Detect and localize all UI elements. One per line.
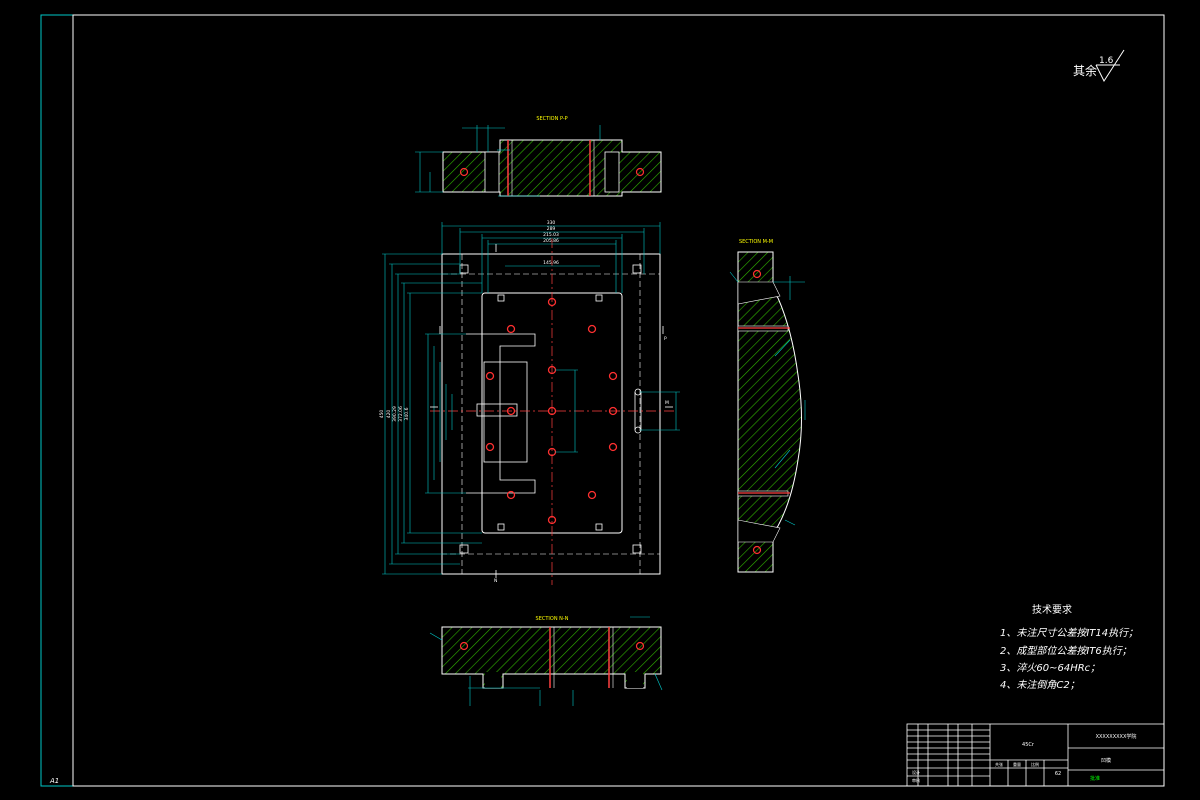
tech-requirements-title: 技术要求 bbox=[1032, 605, 1072, 616]
title-material: 45Cr bbox=[1022, 742, 1035, 748]
section-n-view: SECTION N-N bbox=[429, 616, 663, 706]
tech-requirement-3: 3、淬火60~64HRc； bbox=[1000, 663, 1101, 674]
section-p-view: SECTION P-P bbox=[415, 116, 662, 197]
dim-w2: 289 bbox=[547, 226, 556, 232]
dim-w3: 215.03 bbox=[543, 232, 559, 238]
title-sheet-hdr: 共张 bbox=[995, 761, 1003, 767]
surface-finish-label: 其余 bbox=[1073, 64, 1098, 78]
section-p-title: SECTION P-P bbox=[536, 116, 567, 122]
surface-finish-symbol bbox=[1095, 49, 1125, 83]
title-approved: 批准 bbox=[1090, 775, 1100, 782]
sheet-size-label: A1 bbox=[50, 777, 60, 785]
tech-requirement-4: 4、未注倒角C2； bbox=[1000, 680, 1080, 691]
tech-requirement-1: 1、未注尺寸公差按IT14执行； bbox=[1000, 628, 1139, 639]
plan-view: 330 289 215.03 205.86 145.96 bbox=[379, 220, 680, 585]
section-m-view: SECTION M-M bbox=[729, 239, 806, 573]
title-part: 凹模 bbox=[1101, 757, 1111, 764]
title-school: XXXXXXXXX学院 bbox=[1096, 733, 1137, 740]
title-weight-hdr: 重量 bbox=[1013, 761, 1021, 767]
dim-h4: 372.06 bbox=[398, 406, 404, 422]
title-scale-hdr: 比例 bbox=[1031, 761, 1039, 767]
title-drawn: 设计 bbox=[912, 769, 920, 775]
tech-requirement-2: 2、成型部位公差按IT6执行； bbox=[1000, 646, 1132, 657]
section-n-title: SECTION N-N bbox=[536, 616, 569, 622]
dim-w5: 145.96 bbox=[543, 260, 559, 266]
title-checked: 审核 bbox=[912, 777, 920, 783]
dim-h3: 390.29 bbox=[392, 406, 398, 422]
cut-label-p: P bbox=[664, 336, 667, 342]
cut-label-m: M bbox=[665, 400, 669, 406]
cut-label-n: N bbox=[494, 578, 497, 584]
dim-h2: 420 bbox=[386, 410, 392, 419]
dim-h1: 450 bbox=[379, 410, 385, 419]
dim-h5: 340.6 bbox=[404, 407, 410, 420]
section-m-title: SECTION M-M bbox=[739, 239, 773, 245]
title-count: 62 bbox=[1055, 771, 1061, 777]
dim-w4: 205.86 bbox=[543, 238, 559, 244]
title-block bbox=[906, 723, 1165, 787]
surface-finish-value: 1.6 bbox=[1099, 56, 1114, 66]
inner-frame bbox=[72, 14, 1165, 787]
dim-outer-width: 330 bbox=[547, 220, 556, 226]
